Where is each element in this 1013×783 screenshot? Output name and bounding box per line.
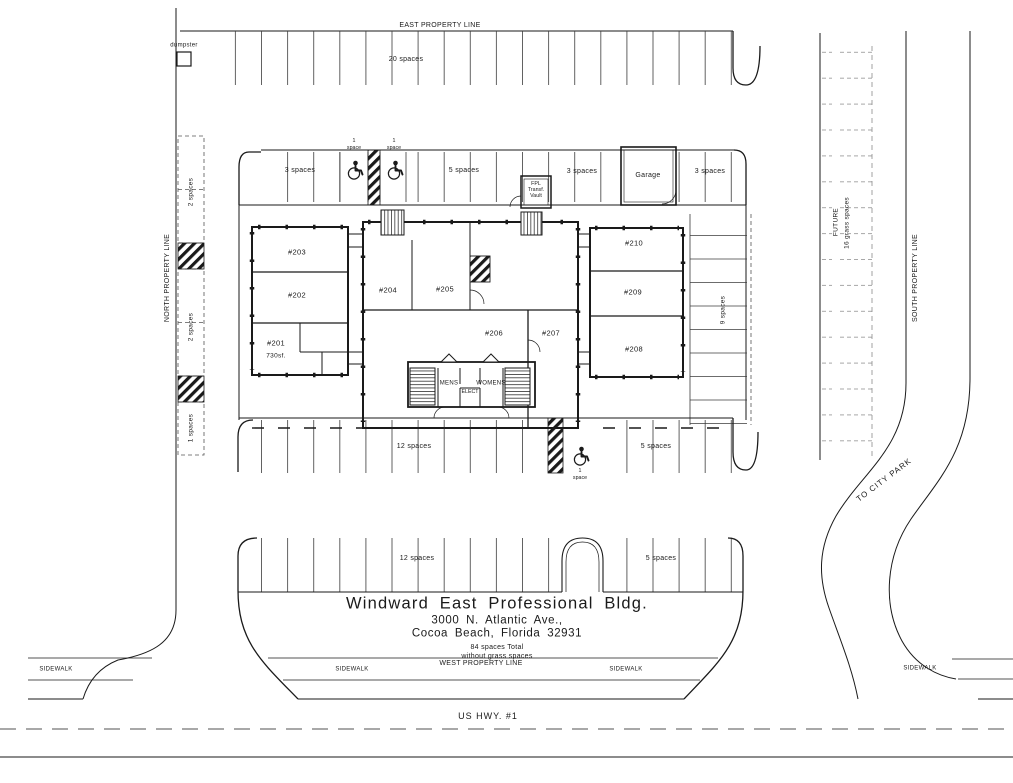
sidewalk-label-far-left: SIDEWALK bbox=[39, 666, 73, 673]
south-property-line-label: SOUTH PROPERTY LINE bbox=[911, 234, 919, 322]
upper-row-right-count: 3 spaces bbox=[694, 167, 726, 175]
west-col-block1-label: 2 spaces bbox=[187, 177, 195, 207]
city-line: Cocoa Beach, Florida 32931 bbox=[411, 627, 583, 640]
dumpster-label: dumpster bbox=[170, 42, 198, 49]
north-row-count-label: 20 spaces bbox=[388, 55, 424, 63]
fpl-vault-label-1: FPL bbox=[531, 180, 541, 187]
unit-201-label: #201 bbox=[267, 338, 285, 348]
handicap-icon bbox=[347, 159, 364, 181]
garage-label: Garage bbox=[635, 171, 661, 179]
handicap-count-3a: 1 bbox=[578, 467, 582, 474]
garage bbox=[620, 146, 677, 206]
south-parking-row bbox=[237, 537, 744, 700]
unit-201-area-label: 730sf. bbox=[266, 352, 286, 360]
handicap-count-1b: space bbox=[346, 144, 362, 151]
fpl-vault-label-3: Vault bbox=[530, 192, 542, 199]
unit-203-label: #203 bbox=[288, 247, 306, 257]
handicap-count-2a: 1 bbox=[392, 137, 396, 144]
elect-room-label: ELECT bbox=[461, 388, 479, 395]
upper-parking-row bbox=[238, 149, 747, 420]
unit-210-label: #210 bbox=[625, 238, 643, 248]
handicap-icon bbox=[387, 159, 404, 181]
upper-row-center-count: 5 spaces bbox=[448, 166, 480, 174]
west-parking-column bbox=[177, 135, 205, 456]
us-hwy-label: US HWY. #1 bbox=[458, 710, 518, 721]
upper-row-left-count: 3 spaces bbox=[284, 166, 316, 174]
south-row-right-count: 5 spaces bbox=[645, 554, 677, 562]
total-spaces-note-1: 84 spaces Total bbox=[470, 643, 524, 651]
middle-row-left-count: 12 spaces bbox=[396, 442, 432, 450]
upper-row-midright-count: 3 spaces bbox=[566, 167, 598, 175]
city-park-road bbox=[821, 31, 971, 700]
crosswalk-hatch-north bbox=[367, 149, 381, 206]
unit-204-label: #204 bbox=[379, 285, 397, 295]
unit-207-label: #207 bbox=[542, 328, 560, 338]
unit-206-label: #206 bbox=[485, 328, 503, 338]
future-col-label-1: FUTURE bbox=[832, 207, 840, 237]
handicap-icon bbox=[573, 445, 590, 467]
building-name-title: Windward East Professional Bldg. bbox=[346, 594, 648, 613]
fpl-vault bbox=[509, 175, 552, 209]
east-parking-column bbox=[689, 214, 752, 425]
handicap-count-1a: 1 bbox=[352, 137, 356, 144]
west-property-line-label: WEST PROPERTY LINE bbox=[439, 659, 523, 667]
crosswalk-hatch-west-1 bbox=[177, 242, 205, 270]
crosswalk-hatch-south bbox=[547, 417, 564, 474]
north-property-line bbox=[82, 8, 177, 700]
unit-205-label: #205 bbox=[436, 284, 454, 294]
sidewalk-label-far-right: SIDEWALK bbox=[903, 665, 937, 672]
handicap-count-2b: space bbox=[386, 144, 402, 151]
dumpster bbox=[176, 51, 192, 67]
middle-row-right-count: 5 spaces bbox=[640, 442, 672, 450]
south-row-left-count: 12 spaces bbox=[399, 554, 435, 562]
north-property-line-label: NORTH PROPERTY LINE bbox=[163, 233, 171, 323]
womens-room-label: WOMENS bbox=[476, 380, 506, 387]
unit-208-label: #208 bbox=[625, 344, 643, 354]
middle-parking-row bbox=[237, 417, 759, 473]
unit-202-label: #202 bbox=[288, 290, 306, 300]
crosswalk-hatch-west-2 bbox=[177, 375, 205, 403]
west-col-block2-label: 2 spaces bbox=[187, 312, 195, 342]
east-col-count-label: 9 spaces bbox=[719, 295, 727, 325]
building bbox=[249, 209, 686, 429]
total-spaces-note-2: without grass spaces bbox=[461, 652, 533, 660]
handicap-count-3b: space bbox=[572, 474, 588, 481]
address-line: 3000 N. Atlantic Ave., bbox=[431, 614, 563, 627]
fpl-vault-label-2: Transf. bbox=[527, 186, 545, 193]
future-col-label-2: 16 grass spaces bbox=[843, 197, 851, 249]
north-parking-row bbox=[180, 30, 761, 86]
mens-room-label: MENS bbox=[439, 380, 459, 387]
east-property-line-label: EAST PROPERTY LINE bbox=[399, 21, 481, 29]
unit-209-label: #209 bbox=[624, 287, 642, 297]
sidewalk-and-highway-lines bbox=[0, 657, 1013, 758]
sidewalk-label-right: SIDEWALK bbox=[609, 666, 643, 673]
sidewalk-label-left: SIDEWALK bbox=[335, 666, 369, 673]
west-col-block3-label: 1 spaces bbox=[187, 413, 195, 443]
future-grass-parking-column bbox=[819, 33, 873, 461]
